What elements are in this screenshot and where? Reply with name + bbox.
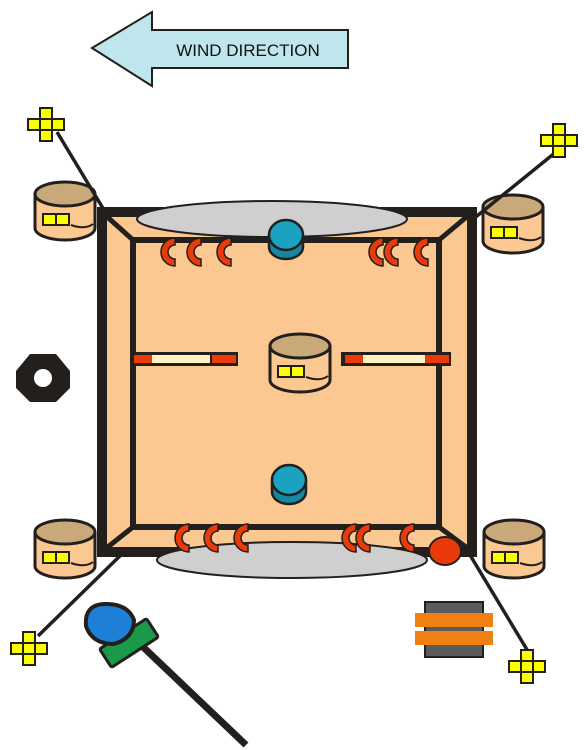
yellow-tag-icon <box>541 124 577 157</box>
right-strip <box>341 352 451 366</box>
yellow-tag-icon <box>11 632 47 665</box>
blue-post-icon <box>272 465 306 504</box>
drum-icon-bottom-right <box>484 520 544 578</box>
wind-direction-arrow: WIND DIRECTION <box>92 12 348 86</box>
bottom-goal-ellipse <box>157 542 427 578</box>
red-marker <box>429 537 461 565</box>
wind-direction-label: WIND DIRECTION <box>176 41 320 60</box>
drum-icon-bottom-left <box>35 520 95 578</box>
orange-block-icon <box>415 602 493 657</box>
drum-icon-top-left <box>35 182 95 240</box>
left-strip <box>130 352 238 366</box>
shovel-icon <box>86 604 246 745</box>
blue-post-icon <box>269 220 303 259</box>
hexagon-ring-icon <box>16 354 70 402</box>
drum-icon-center <box>270 334 330 392</box>
yellow-tag-icon <box>509 650 545 683</box>
